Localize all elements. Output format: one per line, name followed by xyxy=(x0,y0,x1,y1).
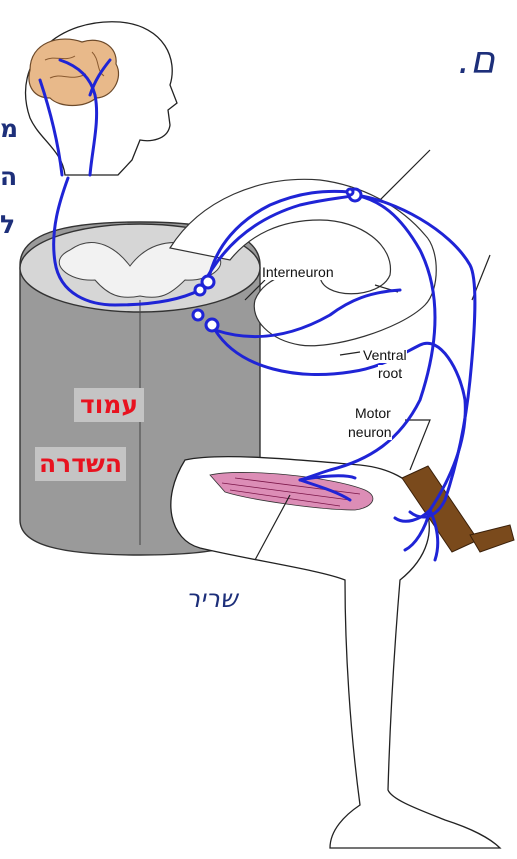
clipped-title-fragment: ם. xyxy=(458,38,495,82)
motor-neuron-label-line2: neuron xyxy=(348,424,392,440)
ventral-root-label-line1: Ventral xyxy=(363,347,407,363)
interneuron-label: Interneuron xyxy=(262,264,334,280)
brain-icon xyxy=(29,39,119,105)
ventral-root-label-line2: root xyxy=(378,365,402,381)
clipped-left-fragment-3: ל xyxy=(0,206,15,244)
motor-neuron-label-line1: Motor xyxy=(355,405,391,421)
clipped-left-fragment-1: מ xyxy=(0,110,18,148)
spinal-cord-label-line2: השדרה xyxy=(35,447,126,481)
clipped-left-fragment-2: ה xyxy=(0,158,17,196)
muscle-label: שריר xyxy=(186,584,238,613)
spinal-cord-label-line1: עמוד xyxy=(74,388,144,422)
